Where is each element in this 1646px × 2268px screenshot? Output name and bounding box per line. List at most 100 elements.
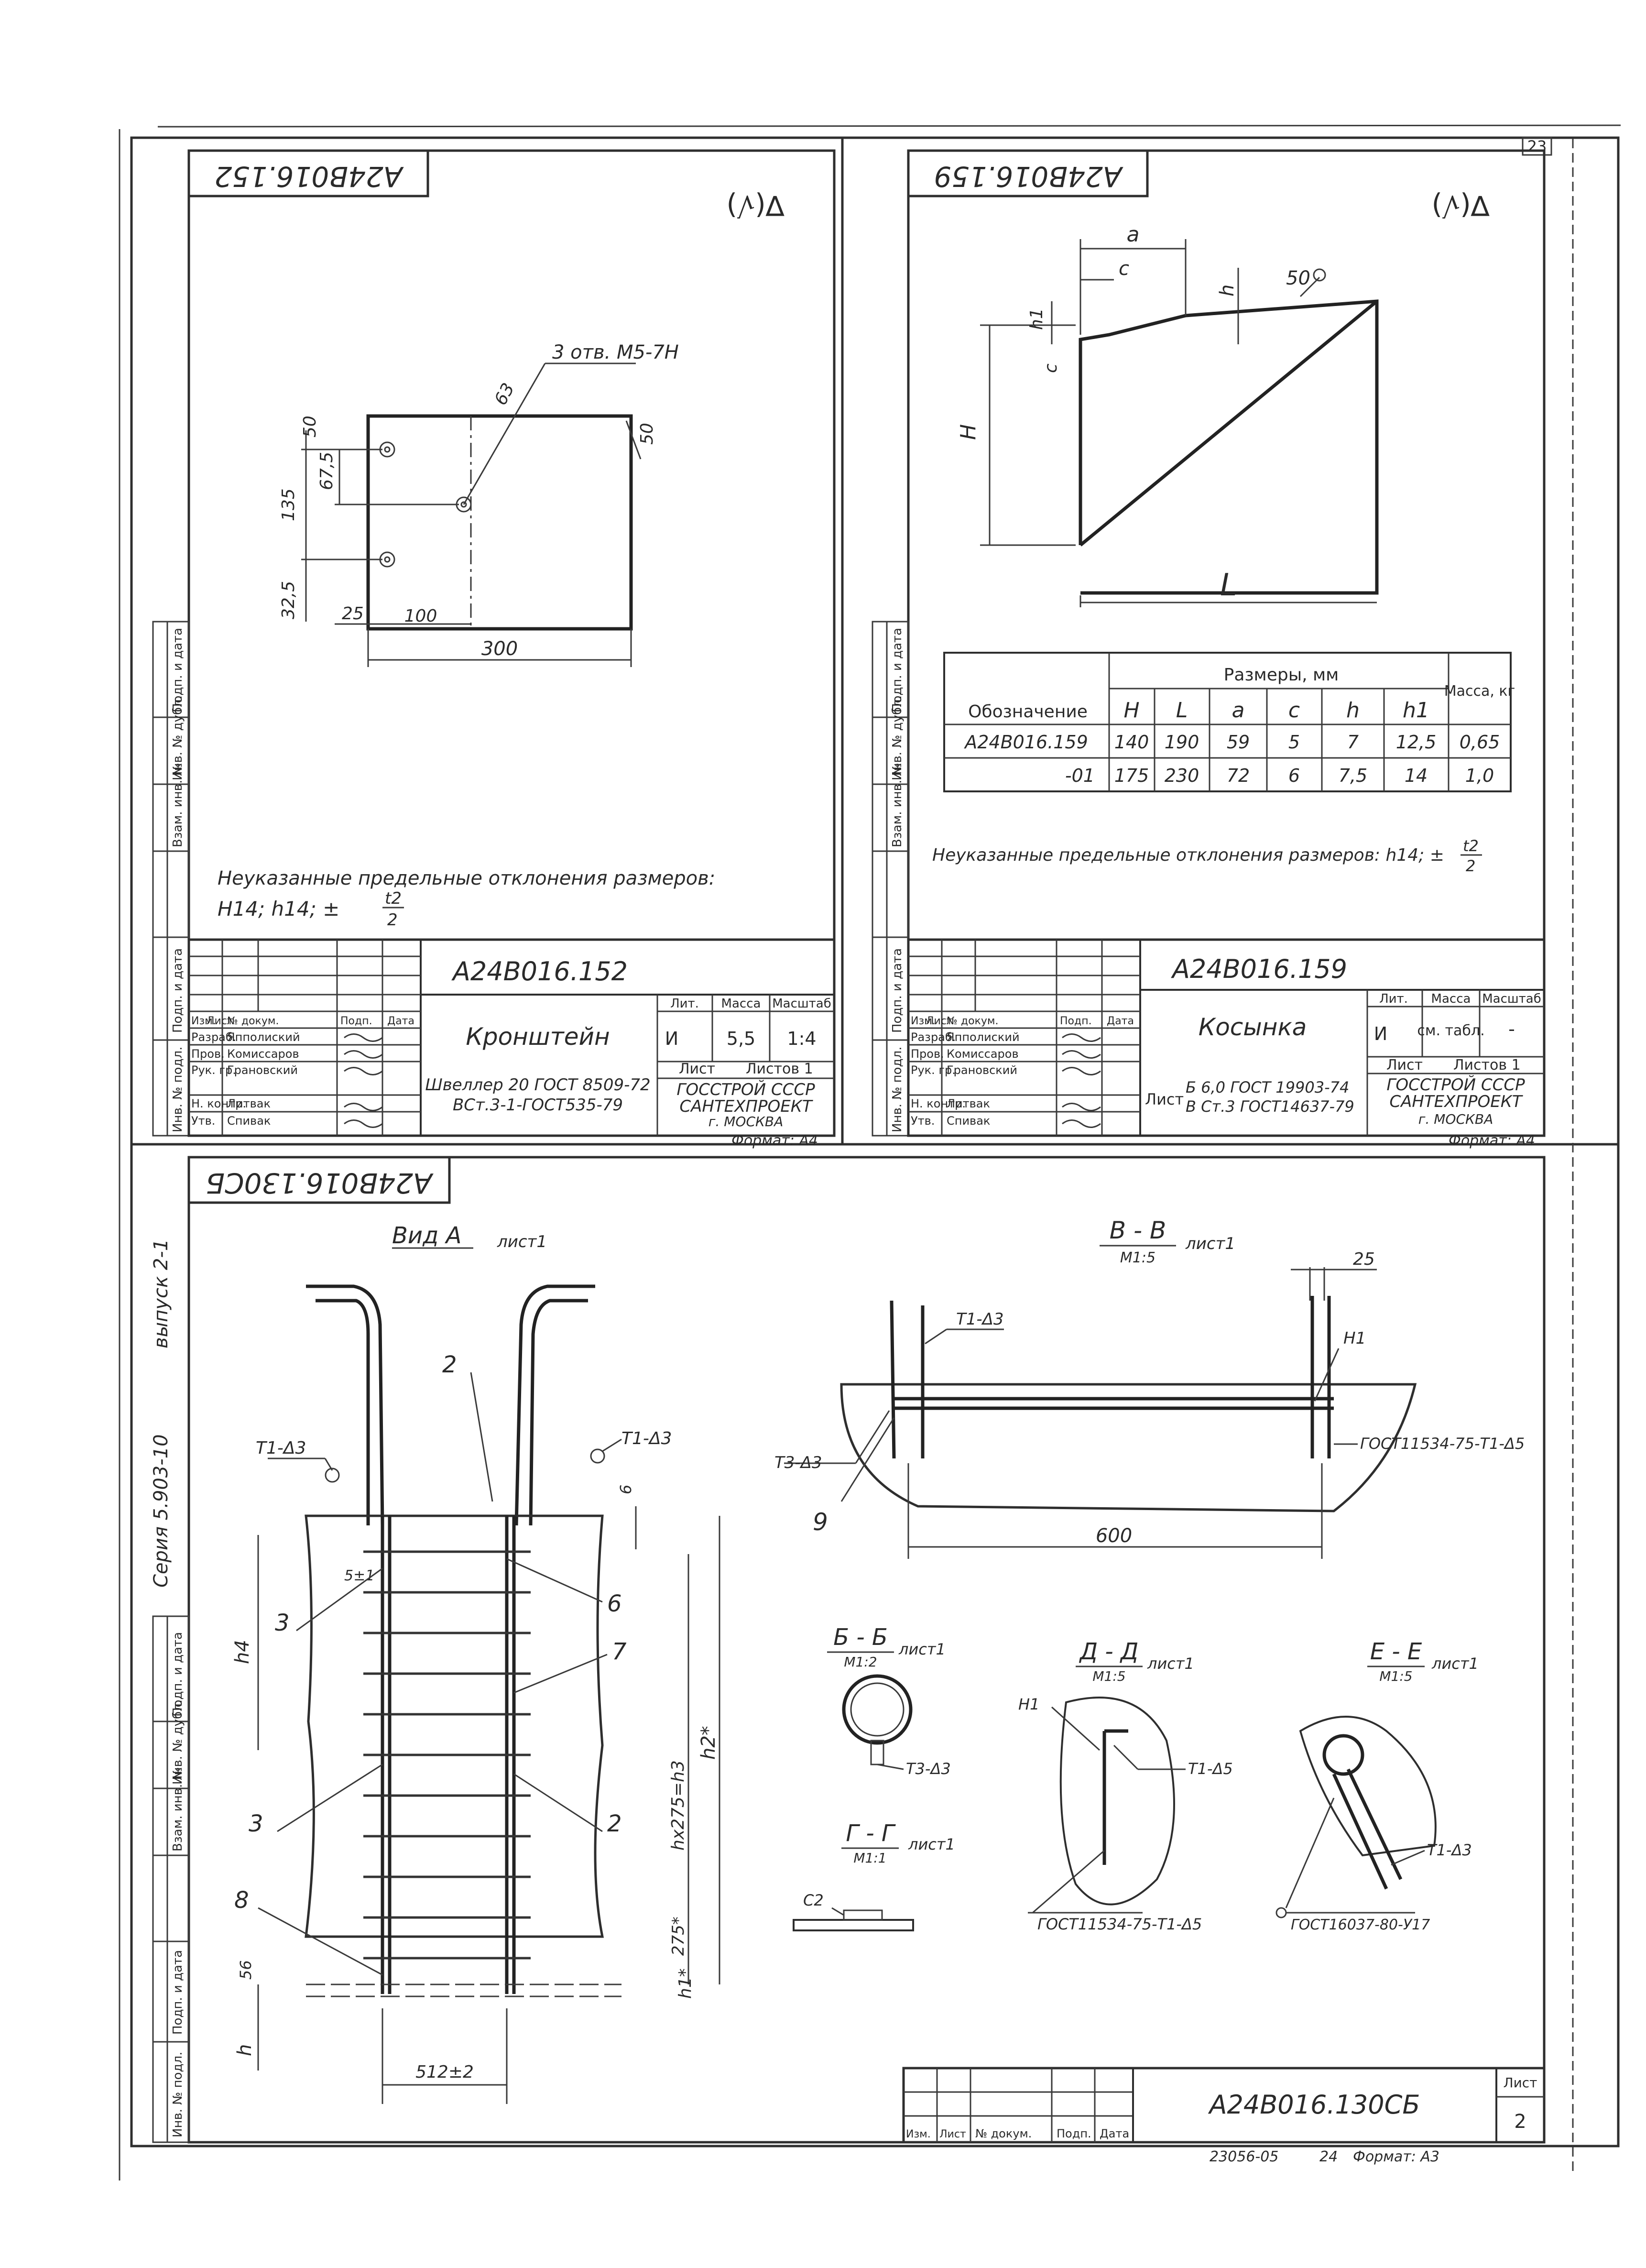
dim-h: h [234,2044,256,2056]
weld-t3-a: Т3-Δ3 [774,1453,822,1472]
tb-152-name: Кронштейн [466,1023,610,1051]
section-e-title: Е - Е [1370,1638,1422,1665]
tbl-r1-oboz: А24В016.159 [963,732,1088,753]
weld-h1-bb: Н1 [1343,1329,1366,1348]
tb-152-material2: ВСт.3-1-ГОСТ535-79 [453,1096,623,1115]
tb-130-sheet-h: Лист [1504,2075,1537,2091]
tb-152-material1: Швеллер 20 ГОСТ 8509-72 [425,1075,650,1095]
tb-152-row4-name: Литвак [227,1097,271,1110]
section-d: Д - Д М1:5 лист1 Т1-Δ5 Н1 ГОСТ11534-75-Т… [1018,1638,1233,1933]
note-152-frac-den: 2 [387,910,398,930]
tbl-h-razm: Размеры, мм [1224,665,1339,685]
tbl-r2-a: 72 [1227,765,1250,786]
tb-152-org1: ГОССТРОЙ СССР [676,1080,815,1099]
archive-code: 23056-05 [1210,2148,1278,2165]
side-label-159-2: Инв. № дубл. [890,695,905,780]
dim-275: 275* [669,1917,688,1956]
section-bb-scale: М1:5 [1120,1249,1155,1266]
tb-130-hdr-5: Дата [1100,2127,1129,2140]
side-label-152-4: Подп. и дата [171,948,185,1033]
dim-63: 63 [491,380,519,409]
tb-152-hdr-1: Изм. [191,1015,216,1027]
holes-note: 3 отв. М5-7Н [552,341,679,363]
side-column-130: Подп. и дата Инв. № дубл. Взам. инв. № П… [152,1615,190,2143]
title-block-130: А24В016.130СБ Лист 2 Изм. Лист № докум. … [902,2067,1546,2144]
tb-152-row1-role: Разраб. [191,1030,236,1044]
note-152-frac-num: t2 [385,889,402,908]
tbl-r1-h1: 12,5 [1396,732,1437,753]
tb-152-mass: 5,5 [727,1028,755,1049]
tb-159-hdr-5: Дата [1107,1015,1134,1027]
tbl-r2-L: 230 [1165,765,1199,786]
gost-note-d: ГОСТ11534-75-Т1-Δ5 [1037,1915,1202,1933]
tb-152-hdr-3: № докум. [227,1015,279,1027]
weld-t3-b: Т3-Δ3 [906,1760,951,1778]
tb-152-scale-h: Масштаб [772,997,831,1011]
series-label: Серия 5.903-10 [150,1434,172,1588]
note-159: Неуказанные предельные отклонения размер… [932,845,1444,865]
tb-130-hdr-3: № докум. [975,2127,1032,2140]
tb-152-row1-name: Япполиский [227,1030,300,1044]
side-label-159-3: Взам. инв. № [890,763,905,847]
stamp-code-159: А24В016.159 [934,160,1123,193]
section-bb-title: В - В [1110,1216,1166,1244]
dim-50-right: 50 [637,423,657,445]
panel-152: А24В016.152 ∇(√) 3 отв. М5-7Н 63 50 67,5… [152,149,836,1149]
tbl-col-H: H [1123,698,1139,723]
callout-9: 9 [813,1508,828,1536]
dim-50-left: 50 [300,416,320,438]
tb-152-sheet: Лист [679,1061,715,1077]
dim-h1: h1* [676,1968,695,1999]
tb-159-material2: В Ст.3 ГОСТ14637-79 [1186,1097,1354,1116]
view-a-sheet: лист1 [497,1232,547,1251]
bracket-plate-drawing: 3 отв. М5-7Н 63 50 67,5 135 32,5 50 25 1… [279,341,679,667]
tbl-col-h: h [1346,698,1360,723]
callout-2-bottom: 2 [607,1810,622,1837]
tbl-h-massa: Масса, кг [1444,683,1515,700]
section-d-sheet: лист1 [1147,1654,1194,1673]
tb-159-sheet-right: Лист [1386,1057,1423,1074]
section-d-scale: М1:5 [1092,1668,1125,1684]
tb-159-row4-name: Литвак [947,1097,990,1110]
weld-t1-a: Т1-Δ3 [256,1438,306,1458]
side-label-152-2: Инв. № дубл. [171,695,185,780]
tb-152-org3: г. МОСКВА [709,1114,784,1129]
side-label-130-3: Взам. инв. № [171,1767,185,1852]
dim-300: 300 [481,638,518,660]
tb-152-row5-role: Утв. [191,1114,215,1128]
dim-512: 512±2 [415,2062,474,2082]
tb-152-scale: 1:4 [787,1028,816,1049]
note-159-frac-num: t2 [1463,837,1479,855]
tb-152-row3-role: Рук. гр. [191,1063,236,1077]
tb-159-row2-role: Пров. [911,1047,944,1061]
title-block-152: А24В016.152 Кронштейн Лит. Масса Масштаб… [187,938,836,1149]
tbl-r1-a: 59 [1227,732,1250,753]
tb-159-mass-h: Масса [1431,992,1471,1006]
tb-159-lit-h: Лит. [1379,992,1408,1006]
side-label-130-2: Инв. № дубл. [171,1699,185,1785]
roughness-mark-152: ∇(√) [726,189,785,222]
tb-130-hdr-1: Изм. [906,2128,931,2140]
tbl-r1-H: 140 [1114,732,1149,753]
weld-h1-d: Н1 [1018,1695,1039,1713]
tbl-r1-mass: 0,65 [1460,732,1500,753]
tb-130-hdr-2: Лист [939,2128,966,2140]
tb-159-org1: ГОССТРОЙ СССР [1386,1075,1525,1095]
tb-152-row2-role: Пров. [191,1047,225,1061]
tb-152-row3-name: Грановский [227,1063,298,1077]
callout-6: 6 [607,1590,622,1617]
tb-152-hdr-5: Дата [387,1015,414,1027]
tb-159-hdr-1: Изм. [911,1015,936,1027]
dim-5-1: 5±1 [344,1567,374,1584]
roughness-50: 50 [1286,267,1310,289]
side-label-159-5: Инв. № подл. [890,1047,905,1132]
side-label-159-1: Подп. и дата [890,628,905,712]
callout-3-top: 3 [275,1610,290,1636]
tb-159-code: А24В016.159 [1171,954,1347,984]
tbl-r1-L: 190 [1165,732,1199,753]
side-label-152-3: Взам. инв. № [171,763,185,847]
tb-159-sheets: Листов 1 [1453,1057,1521,1074]
tb-152-hdr-4: Подп. [340,1015,372,1027]
section-b: Б - Б М1:2 лист1 Т3-Δ3 [827,1624,951,1778]
dim-32-5: 32,5 [279,581,298,619]
